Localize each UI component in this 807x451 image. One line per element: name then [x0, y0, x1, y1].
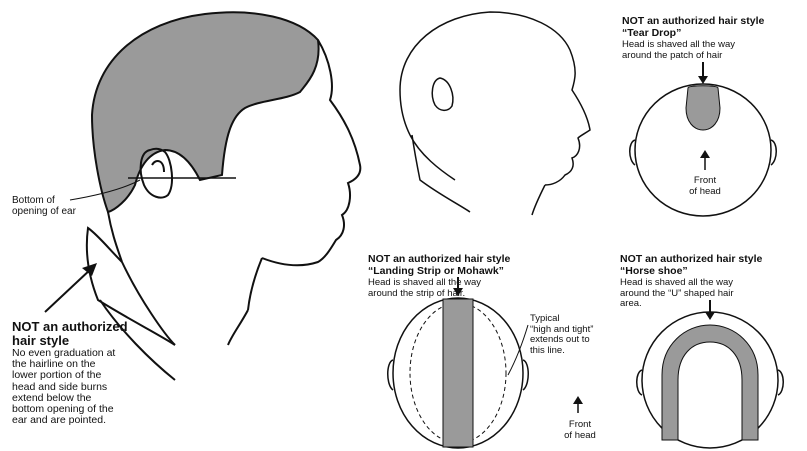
- mohawk-strip: [443, 299, 473, 447]
- tear-drop-front-label: Front of head: [680, 176, 730, 197]
- side-profile-hair: [92, 12, 319, 212]
- horseshoe-desc: Head is shaved all the way around the “U…: [620, 278, 734, 310]
- ear-label: Bottom of opening of ear: [12, 195, 76, 217]
- mohawk-typical-label: Typical “high and tight” extends out to …: [530, 314, 593, 356]
- side-warning-title: NOT an authorized hair style: [12, 320, 128, 348]
- horseshoe-hair: [662, 325, 758, 440]
- mohawk-head: [388, 277, 583, 448]
- horseshoe-head: [637, 300, 784, 448]
- small-side-profile: [400, 12, 590, 215]
- side-warning-body: No even graduation at the hairline on th…: [12, 348, 115, 426]
- tear-drop-title: NOT an authorized hair style “Tear Drop”: [622, 15, 764, 39]
- tear-drop-desc: Head is shaved all the way around the pa…: [622, 40, 735, 61]
- mohawk-front-label: Front of head: [558, 420, 602, 441]
- horseshoe-title: NOT an authorized hair style “Horse shoe…: [620, 253, 762, 277]
- tear-drop-hair: [686, 86, 720, 130]
- mohawk-desc: Head is shaved all the way around the st…: [368, 278, 481, 299]
- mohawk-title: NOT an authorized hair style “Landing St…: [368, 253, 510, 277]
